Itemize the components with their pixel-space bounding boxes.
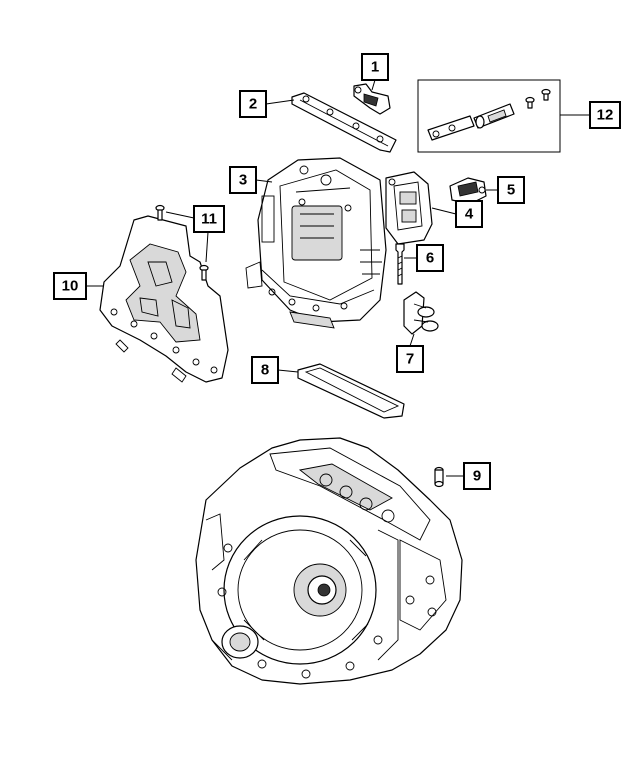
callout-5-label: 5	[507, 182, 515, 199]
callout-8: 8	[251, 356, 279, 384]
callout-9: 9	[463, 462, 491, 490]
part-4-solenoid-block	[385, 171, 433, 245]
callout-4-label: 4	[465, 206, 474, 223]
leader-lines	[86, 79, 590, 477]
callout-1-label: 1	[371, 59, 379, 76]
callout-1: 1	[361, 53, 389, 81]
part-11-screws	[155, 204, 209, 281]
callout-11: 11	[193, 205, 225, 233]
callout-2-label: 2	[249, 96, 257, 113]
part-12-kit	[417, 79, 561, 153]
callout-12-label: 12	[597, 107, 614, 124]
part-7-fitting	[403, 291, 439, 335]
callout-6-label: 6	[426, 250, 434, 267]
callout-8-label: 8	[261, 362, 269, 379]
callout-7: 7	[396, 345, 424, 373]
part-3-valve-body	[245, 157, 387, 329]
part-9-pin	[434, 466, 444, 488]
part-10-plate	[99, 215, 229, 383]
part-6-bolt	[395, 243, 405, 285]
callout-9-label: 9	[473, 468, 481, 485]
part-8-gasket	[297, 363, 405, 419]
callout-2: 2	[239, 90, 267, 118]
callout-6: 6	[416, 244, 444, 272]
transmission-case	[195, 437, 463, 685]
callout-12: 12	[589, 101, 621, 129]
callout-10-label: 10	[62, 278, 79, 295]
callout-10: 10	[53, 272, 87, 300]
callout-3-label: 3	[239, 172, 247, 189]
callout-7-label: 7	[406, 351, 414, 368]
part-5-connector	[449, 177, 487, 205]
callout-4: 4	[455, 200, 483, 228]
part-1-sensor	[353, 83, 391, 115]
part-2-cover-strip	[291, 92, 397, 153]
callout-5: 5	[497, 176, 525, 204]
callout-3: 3	[229, 166, 257, 194]
callout-11-label: 11	[201, 211, 217, 228]
